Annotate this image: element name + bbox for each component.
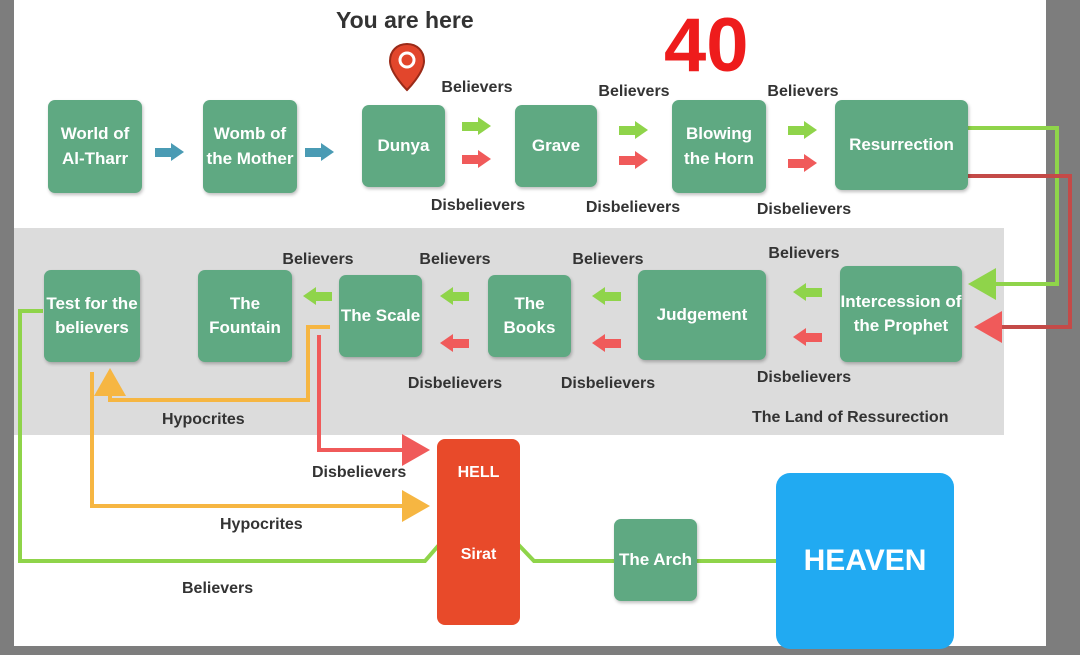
believers-arrow-icon [793, 283, 822, 301]
arrow-icon [305, 143, 334, 161]
stage-grave: Grave [515, 105, 597, 187]
believers-route-to-intercession [968, 126, 1059, 300]
disbelievers-label: Disbelievers [312, 464, 407, 481]
stage-womb-of-the-mother: Womb of the Mother [203, 100, 297, 193]
disbelievers-label: Disbelievers [756, 201, 852, 218]
stage-resurrection: Resurrection [835, 100, 968, 190]
believers-label: Believers [282, 251, 354, 268]
stage-intercession-of-the-prophet: Intercession of the Prophet [840, 266, 962, 362]
believers-label: Believers [441, 79, 513, 96]
disbelievers-route-to-intercession [968, 174, 1072, 343]
stage-the-books: The Books [488, 275, 571, 357]
stage-world-of-al-tharr: World of Al-Tharr [48, 100, 142, 193]
stage-the-fountain: The Fountain [198, 270, 292, 362]
stage-the-scale: The Scale [339, 275, 422, 357]
believers-label: Believers [182, 580, 254, 597]
stage-the-arch: The Arch [614, 519, 697, 601]
believers-arrow-icon [303, 287, 332, 305]
disbelievers-label: Disbelievers [407, 375, 503, 392]
believers-arrow-icon [440, 287, 469, 305]
believers-label: Believers [598, 83, 670, 100]
disbelievers-label: Disbelievers [756, 369, 852, 386]
disbelievers-arrow-icon [788, 154, 817, 172]
believers-label: Believers [767, 83, 839, 100]
believers-sirat-path [18, 309, 614, 563]
believers-label: Believers [419, 251, 491, 268]
frame-left [0, 0, 14, 655]
disbelievers-arrow-icon [462, 150, 491, 168]
disbelievers-arrow-icon [440, 334, 469, 352]
stage-judgement: Judgement [638, 270, 766, 360]
hell-label: HELL [457, 464, 500, 481]
arrow-icon [155, 143, 184, 161]
disbelievers-label: Disbelievers [430, 197, 526, 214]
believers-label: Believers [572, 251, 644, 268]
believers-label: Believers [768, 245, 840, 262]
hypocrites-to-hell-path [90, 372, 430, 522]
disbelievers-arrow-icon [619, 151, 648, 169]
disbelievers-arrow-icon [592, 334, 621, 352]
hypocrites-label: Hypocrites [220, 516, 303, 533]
stage-test-for-the-believers: Test for the believers [44, 270, 140, 362]
disbelievers-label: Disbelievers [585, 199, 681, 216]
sirat-label: Sirat [460, 546, 497, 563]
believers-arrow-icon [788, 121, 817, 139]
stage-blowing-the-horn: Blowing the Horn [672, 100, 766, 193]
frame-bottom [0, 646, 1080, 655]
believers-arrow-icon [462, 117, 491, 135]
hypocrites-return-path [94, 325, 330, 402]
stage-heaven: HEAVEN [776, 473, 954, 649]
you-are-here-label: You are here [336, 7, 474, 33]
counter-number: 40 [664, 3, 749, 88]
disbelievers-to-hell-path [317, 335, 430, 466]
believers-arrow-icon [619, 121, 648, 139]
stage-dunya: Dunya [362, 105, 445, 187]
believers-arrow-icon [592, 287, 621, 305]
hypocrites-label: Hypocrites [162, 411, 245, 428]
disbelievers-arrow-icon [793, 328, 822, 346]
stage-hell [437, 439, 520, 625]
land-of-resurrection-label: The Land of Ressurection [752, 409, 949, 426]
disbelievers-label: Disbelievers [560, 375, 656, 392]
map-pin-icon [388, 42, 426, 92]
